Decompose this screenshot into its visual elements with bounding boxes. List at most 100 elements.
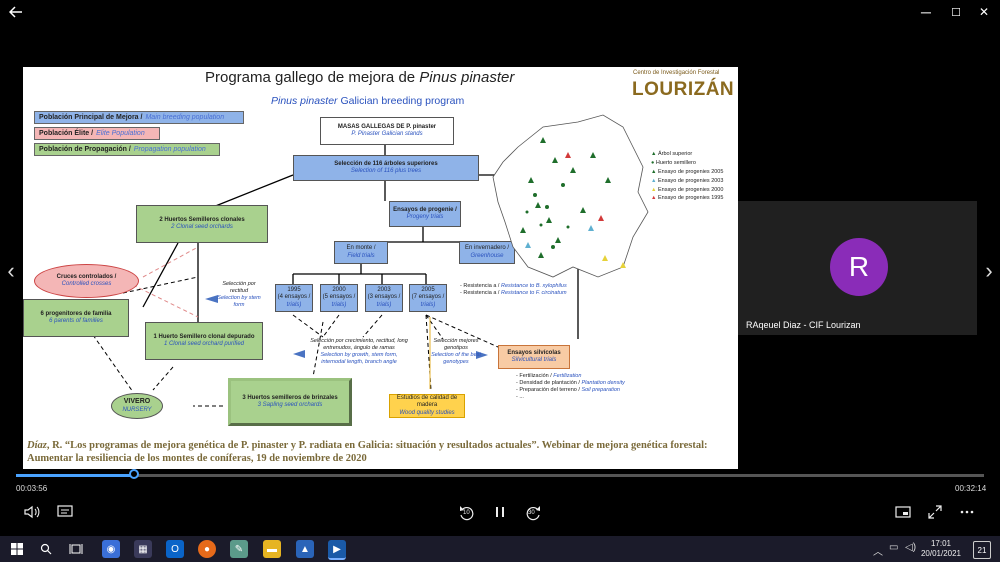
start-button[interactable]: [8, 540, 26, 558]
map-legend-item: ▲ Árbol superior: [651, 151, 693, 157]
tray-chevron-icon[interactable]: ︿: [873, 547, 883, 558]
current-time: 00:03:56: [16, 484, 48, 493]
triangle-icon: ▲: [651, 195, 657, 202]
box-trials-2000: 2000(5 ensayos /trials): [320, 284, 358, 312]
legend-propagation-population: Población de Propagación /Propagation po…: [34, 143, 220, 156]
triangle-icon: ▲: [651, 186, 657, 193]
forward-button[interactable]: 30: [522, 502, 544, 524]
media-player-app[interactable]: ▶: [328, 540, 346, 560]
volume-icon[interactable]: ◁): [905, 542, 917, 553]
previous-arrow[interactable]: ‹: [7, 258, 15, 283]
notes-app[interactable]: ✎: [230, 540, 248, 558]
maximize-button[interactable]: ☐: [951, 6, 961, 19]
note-silvicultural-list: - Fertilización / Fertilization - Densid…: [516, 373, 625, 400]
map-legend-item: ● Huerto semillero: [651, 159, 696, 166]
task-view-icon: [69, 544, 83, 554]
play-icon: ▶: [333, 543, 341, 555]
logo-caption: Centro de Investigación Forestal: [633, 70, 720, 76]
captions-button[interactable]: [55, 502, 75, 522]
box-trials-2005: 2005(7 ensayos /trials): [409, 284, 447, 312]
rewind-button[interactable]: 10: [456, 502, 478, 524]
captions-icon: [57, 505, 73, 517]
slide-subtitle: Pinus pinaster Galician breeding program: [271, 95, 465, 107]
player-controls: 00:03:56 00:32:14 10 30: [0, 469, 1000, 536]
triangle-icon: ▲: [651, 168, 657, 175]
photo-icon: ▲: [300, 543, 310, 555]
firefox-icon: ●: [203, 543, 211, 555]
forward-label: 30: [528, 510, 535, 516]
box-trials-1995: 1995(4 ensayos /trials): [275, 284, 313, 312]
map-legend-item: ▲ Ensayo de progenies 2003: [651, 177, 724, 184]
notes-icon: ✎: [234, 543, 244, 555]
legend-main-population: Población Principal de Mejora /Main bree…: [34, 111, 244, 124]
paint-app[interactable]: ◉: [102, 540, 120, 558]
pause-button[interactable]: [490, 502, 510, 522]
volume-button[interactable]: [22, 502, 42, 522]
map-legend-item: ▲ Ensayo de progenies 2005: [651, 168, 724, 175]
back-button[interactable]: [4, 2, 28, 22]
galicia-map: [492, 114, 649, 278]
legend-elite-population: Población Élite /Elite Population: [34, 127, 160, 140]
photos-app[interactable]: ▲: [296, 540, 314, 558]
palette-icon: ◉: [106, 543, 116, 555]
pause-icon: [496, 507, 504, 517]
close-button[interactable]: ✕: [978, 5, 990, 19]
calculator-icon: ▦: [138, 543, 148, 555]
total-time: 00:32:14: [955, 484, 987, 493]
note-growth-selection: Selección por crecimiento, rectitud, lon…: [310, 338, 408, 365]
file-explorer-app[interactable]: ▬: [263, 540, 281, 558]
ellipsis-icon: [960, 510, 974, 514]
next-arrow[interactable]: ›: [985, 258, 993, 283]
forward-30-icon: [526, 506, 540, 521]
minimize-button[interactable]: ─: [921, 4, 931, 20]
windows-taskbar: ◉ ▦ O ● ✎ ▬ ▲ ▶ ︿ ▭ ◁) 17:01 20/01/2021 …: [0, 536, 1000, 562]
map-legend-item: ▲ Ensayo de progenies 1995: [651, 195, 724, 202]
rewind-10-icon: [460, 506, 474, 521]
network-icon[interactable]: ▭: [889, 542, 899, 553]
search-icon: [40, 543, 52, 555]
shared-slide: Programa gallego de mejora de Pinus pina…: [23, 67, 738, 469]
seek-thumb[interactable]: [129, 469, 140, 479]
more-options-button[interactable]: [957, 502, 977, 522]
miniplayer-button[interactable]: [893, 502, 913, 522]
box-greenhouse: En invernadero /Greenhouse: [459, 241, 515, 264]
box-progeny-trials: Ensayos de progenie /Progeny trials: [389, 201, 461, 227]
task-view-button[interactable]: [67, 540, 85, 558]
fullscreen-button[interactable]: [925, 502, 945, 522]
speaker-icon: [24, 505, 40, 519]
note-resistance: - Resistencia a / Resistance to B. xylop…: [460, 283, 567, 296]
notifications-badge[interactable]: 21: [973, 541, 991, 559]
triangle-icon: ▲: [651, 177, 657, 184]
arrow-left-icon: [9, 6, 22, 18]
expand-icon: [928, 505, 942, 519]
clock-time: 17:01: [930, 539, 952, 548]
search-button[interactable]: [37, 540, 55, 558]
calculator-app[interactable]: ▦: [134, 540, 152, 558]
seek-bar[interactable]: [16, 469, 984, 479]
slide-title: Programa gallego de mejora de Pinus pina…: [205, 69, 515, 86]
lourizan-logo: LOURIZÁN: [632, 79, 735, 100]
outlook-icon: O: [171, 543, 179, 555]
participant-tile[interactable]: R RAqeuel Diaz - CIF Lourizan: [738, 201, 977, 335]
seek-progress: [16, 474, 135, 477]
rewind-label: 10: [463, 510, 470, 516]
participant-name: RAqeuel Diaz - CIF Lourizan: [746, 320, 861, 330]
outlook-app[interactable]: O: [166, 540, 184, 558]
folder-icon: ▬: [267, 543, 277, 555]
slide-citation: Díaz, R. “Los programas de mejora genéti…: [27, 440, 708, 465]
map-legend: ▲ Árbol superior ● Huerto semillero ▲ En…: [651, 151, 738, 202]
box-field-trials: En monte /Field trials: [334, 241, 388, 264]
clock-date: 20/01/2021: [920, 548, 962, 558]
firefox-app[interactable]: ●: [198, 540, 216, 558]
taskbar-clock[interactable]: 17:01 20/01/2021: [919, 539, 963, 558]
map-legend-item: ▲ Ensayo de progenies 2000: [651, 186, 724, 193]
